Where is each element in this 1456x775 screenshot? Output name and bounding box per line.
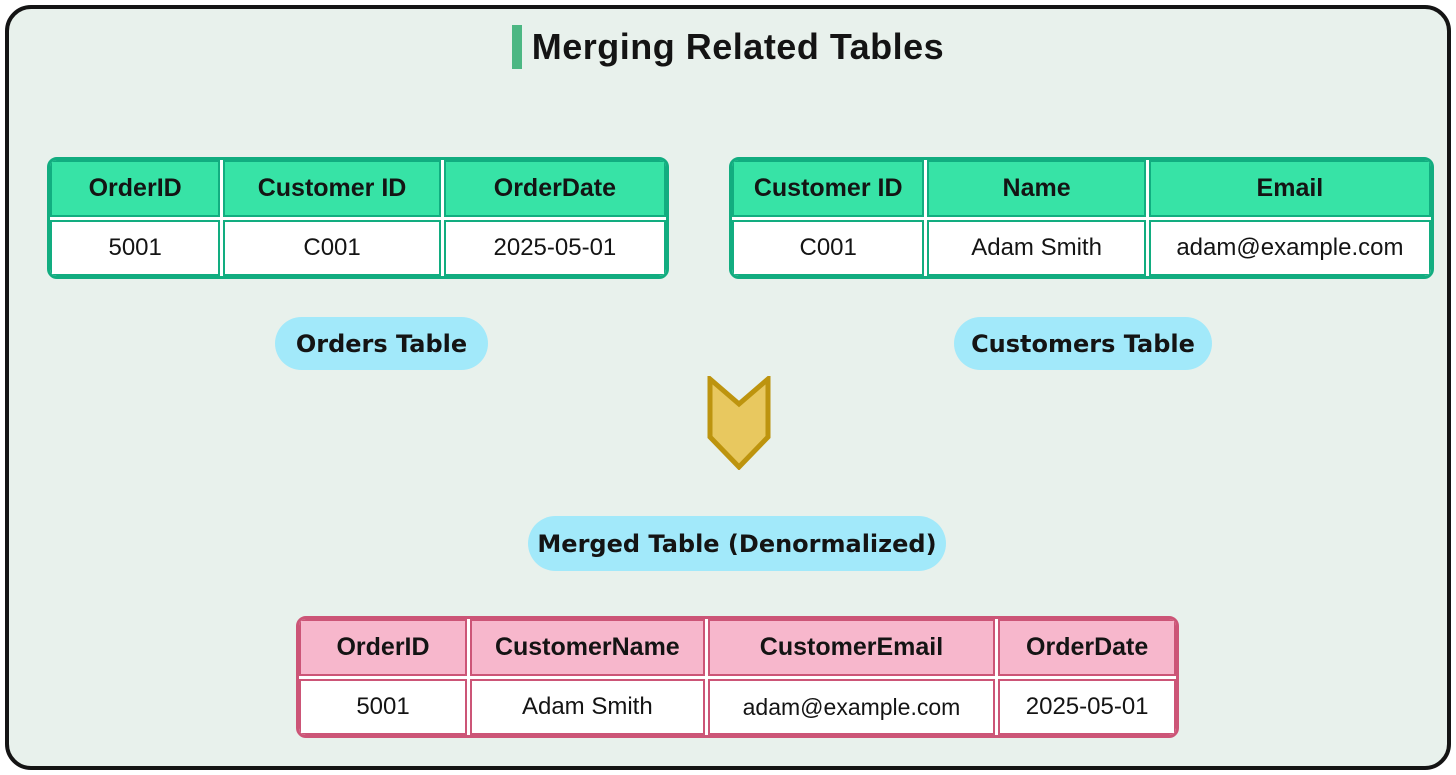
customers-table-row: C001 Adam Smith adam@example.com bbox=[732, 220, 1431, 276]
customers-table-header-row: Customer ID Name Email bbox=[732, 160, 1431, 217]
title-row: Merging Related Tables bbox=[9, 25, 1447, 69]
customers-cell-name: Adam Smith bbox=[927, 220, 1146, 276]
orders-header-customerid: Customer ID bbox=[223, 160, 441, 217]
orders-table-header-row: OrderID Customer ID OrderDate bbox=[50, 160, 666, 217]
merged-header-customername: CustomerName bbox=[470, 619, 705, 676]
customers-table: Customer ID Name Email C001 Adam Smith a… bbox=[729, 157, 1434, 279]
title-accent-bar bbox=[511, 25, 522, 69]
merged-table-header-row: OrderID CustomerName CustomerEmail Order… bbox=[299, 619, 1176, 676]
customers-cell-email: adam@example.com bbox=[1148, 220, 1431, 276]
orders-table-row: 5001 C001 2025-05-01 bbox=[50, 220, 666, 276]
merged-cell-customername: Adam Smith bbox=[470, 679, 705, 735]
page-title: Merging Related Tables bbox=[531, 26, 945, 67]
orders-header-orderid: OrderID bbox=[50, 160, 221, 217]
merged-table-row: 5001 Adam Smith adam@example.com 2025-05… bbox=[299, 679, 1176, 735]
orders-cell-orderid: 5001 bbox=[50, 220, 221, 276]
merged-header-customeremail: CustomerEmail bbox=[707, 619, 996, 676]
merged-table-label: Merged Table (Denormalized) bbox=[528, 516, 946, 571]
merged-table: OrderID CustomerName CustomerEmail Order… bbox=[296, 616, 1179, 738]
customers-table-label: Customers Table bbox=[954, 317, 1212, 370]
merged-cell-orderdate: 2025-05-01 bbox=[998, 679, 1176, 735]
merged-cell-customeremail: adam@example.com bbox=[707, 679, 996, 735]
customers-cell-customerid: C001 bbox=[732, 220, 925, 276]
orders-table-label: Orders Table bbox=[275, 317, 488, 370]
merged-cell-orderid: 5001 bbox=[299, 679, 468, 735]
merge-down-arrow-icon bbox=[707, 376, 771, 470]
orders-table: OrderID Customer ID OrderDate 5001 C001 … bbox=[47, 157, 669, 279]
merged-header-orderdate: OrderDate bbox=[998, 619, 1176, 676]
customers-header-email: Email bbox=[1148, 160, 1431, 217]
orders-cell-orderdate: 2025-05-01 bbox=[443, 220, 666, 276]
orders-cell-customerid: C001 bbox=[223, 220, 441, 276]
customers-header-customerid: Customer ID bbox=[732, 160, 925, 217]
orders-header-orderdate: OrderDate bbox=[443, 160, 666, 217]
customers-header-name: Name bbox=[927, 160, 1146, 217]
diagram-canvas: Merging Related Tables OrderID Customer … bbox=[5, 5, 1451, 770]
merged-header-orderid: OrderID bbox=[299, 619, 468, 676]
